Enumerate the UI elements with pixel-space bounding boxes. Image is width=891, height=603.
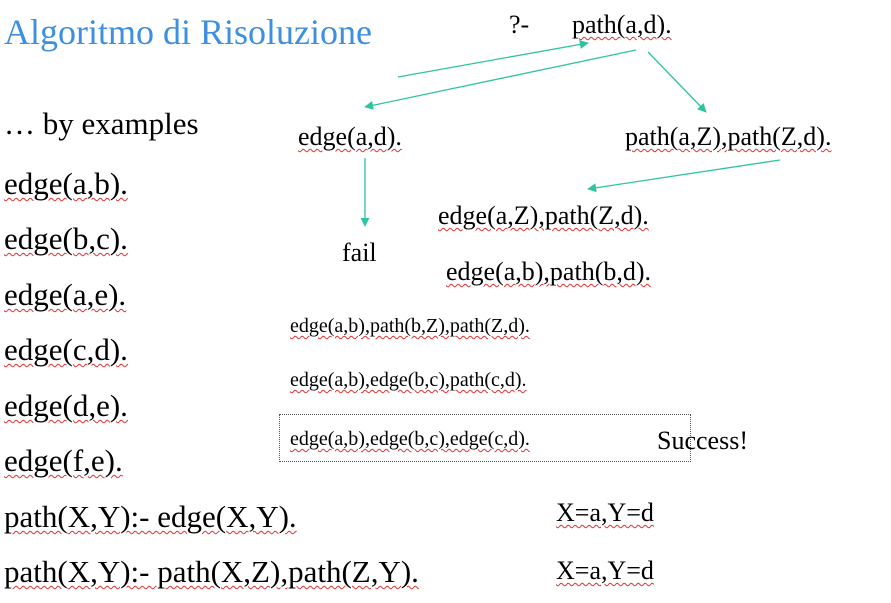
tree-step-5: edge(a,b),edge(b,c),edge(c,d).	[290, 428, 530, 450]
slide-title: Algoritmo di Risoluzione	[4, 12, 372, 52]
arrow-to-left-branch	[364, 49, 637, 110]
intro-text: … by examples	[4, 108, 199, 139]
fact-6: edge(f,e).	[4, 443, 123, 478]
fact-5: edge(d,e).	[4, 388, 128, 423]
tree-fail: fail	[342, 238, 377, 267]
success-label: Success!	[657, 426, 748, 455]
fact-1: edge(a,b).	[4, 166, 128, 201]
tree-step-4: edge(a,b),edge(b,c),path(c,d).	[290, 369, 527, 391]
arrow-to-step-1	[587, 159, 781, 193]
intro-label: … by examples	[4, 106, 199, 141]
query-prompt: ?-	[509, 10, 530, 39]
binding-1: X=a,Y=d	[556, 498, 654, 527]
tree-right-branch: path(a,Z),path(Z,d).	[625, 122, 832, 151]
tree-left-branch: edge(a,d).	[298, 122, 402, 151]
success-box	[279, 414, 691, 462]
rule-2: path(X,Y):- path(X,Z),path(Z,Y).	[4, 554, 419, 589]
fact-2: edge(b,c).	[4, 221, 128, 256]
tree-step-3: edge(a,b),path(b,Z),path(Z,d).	[290, 315, 530, 337]
arrow-left-back	[397, 39, 589, 78]
binding-2: X=a,Y=d	[556, 556, 654, 585]
fact-4: edge(c,d).	[4, 332, 128, 367]
rule-1: path(X,Y):- edge(X,Y).	[4, 499, 297, 534]
fact-3: edge(a,e).	[4, 277, 127, 312]
query-goal: path(a,d).	[572, 10, 672, 39]
tree-step-1: edge(a,Z),path(Z,d).	[438, 201, 649, 230]
tree-step-2: edge(a,b),path(b,d).	[446, 257, 652, 286]
arrow-to-right-branch	[647, 51, 707, 113]
